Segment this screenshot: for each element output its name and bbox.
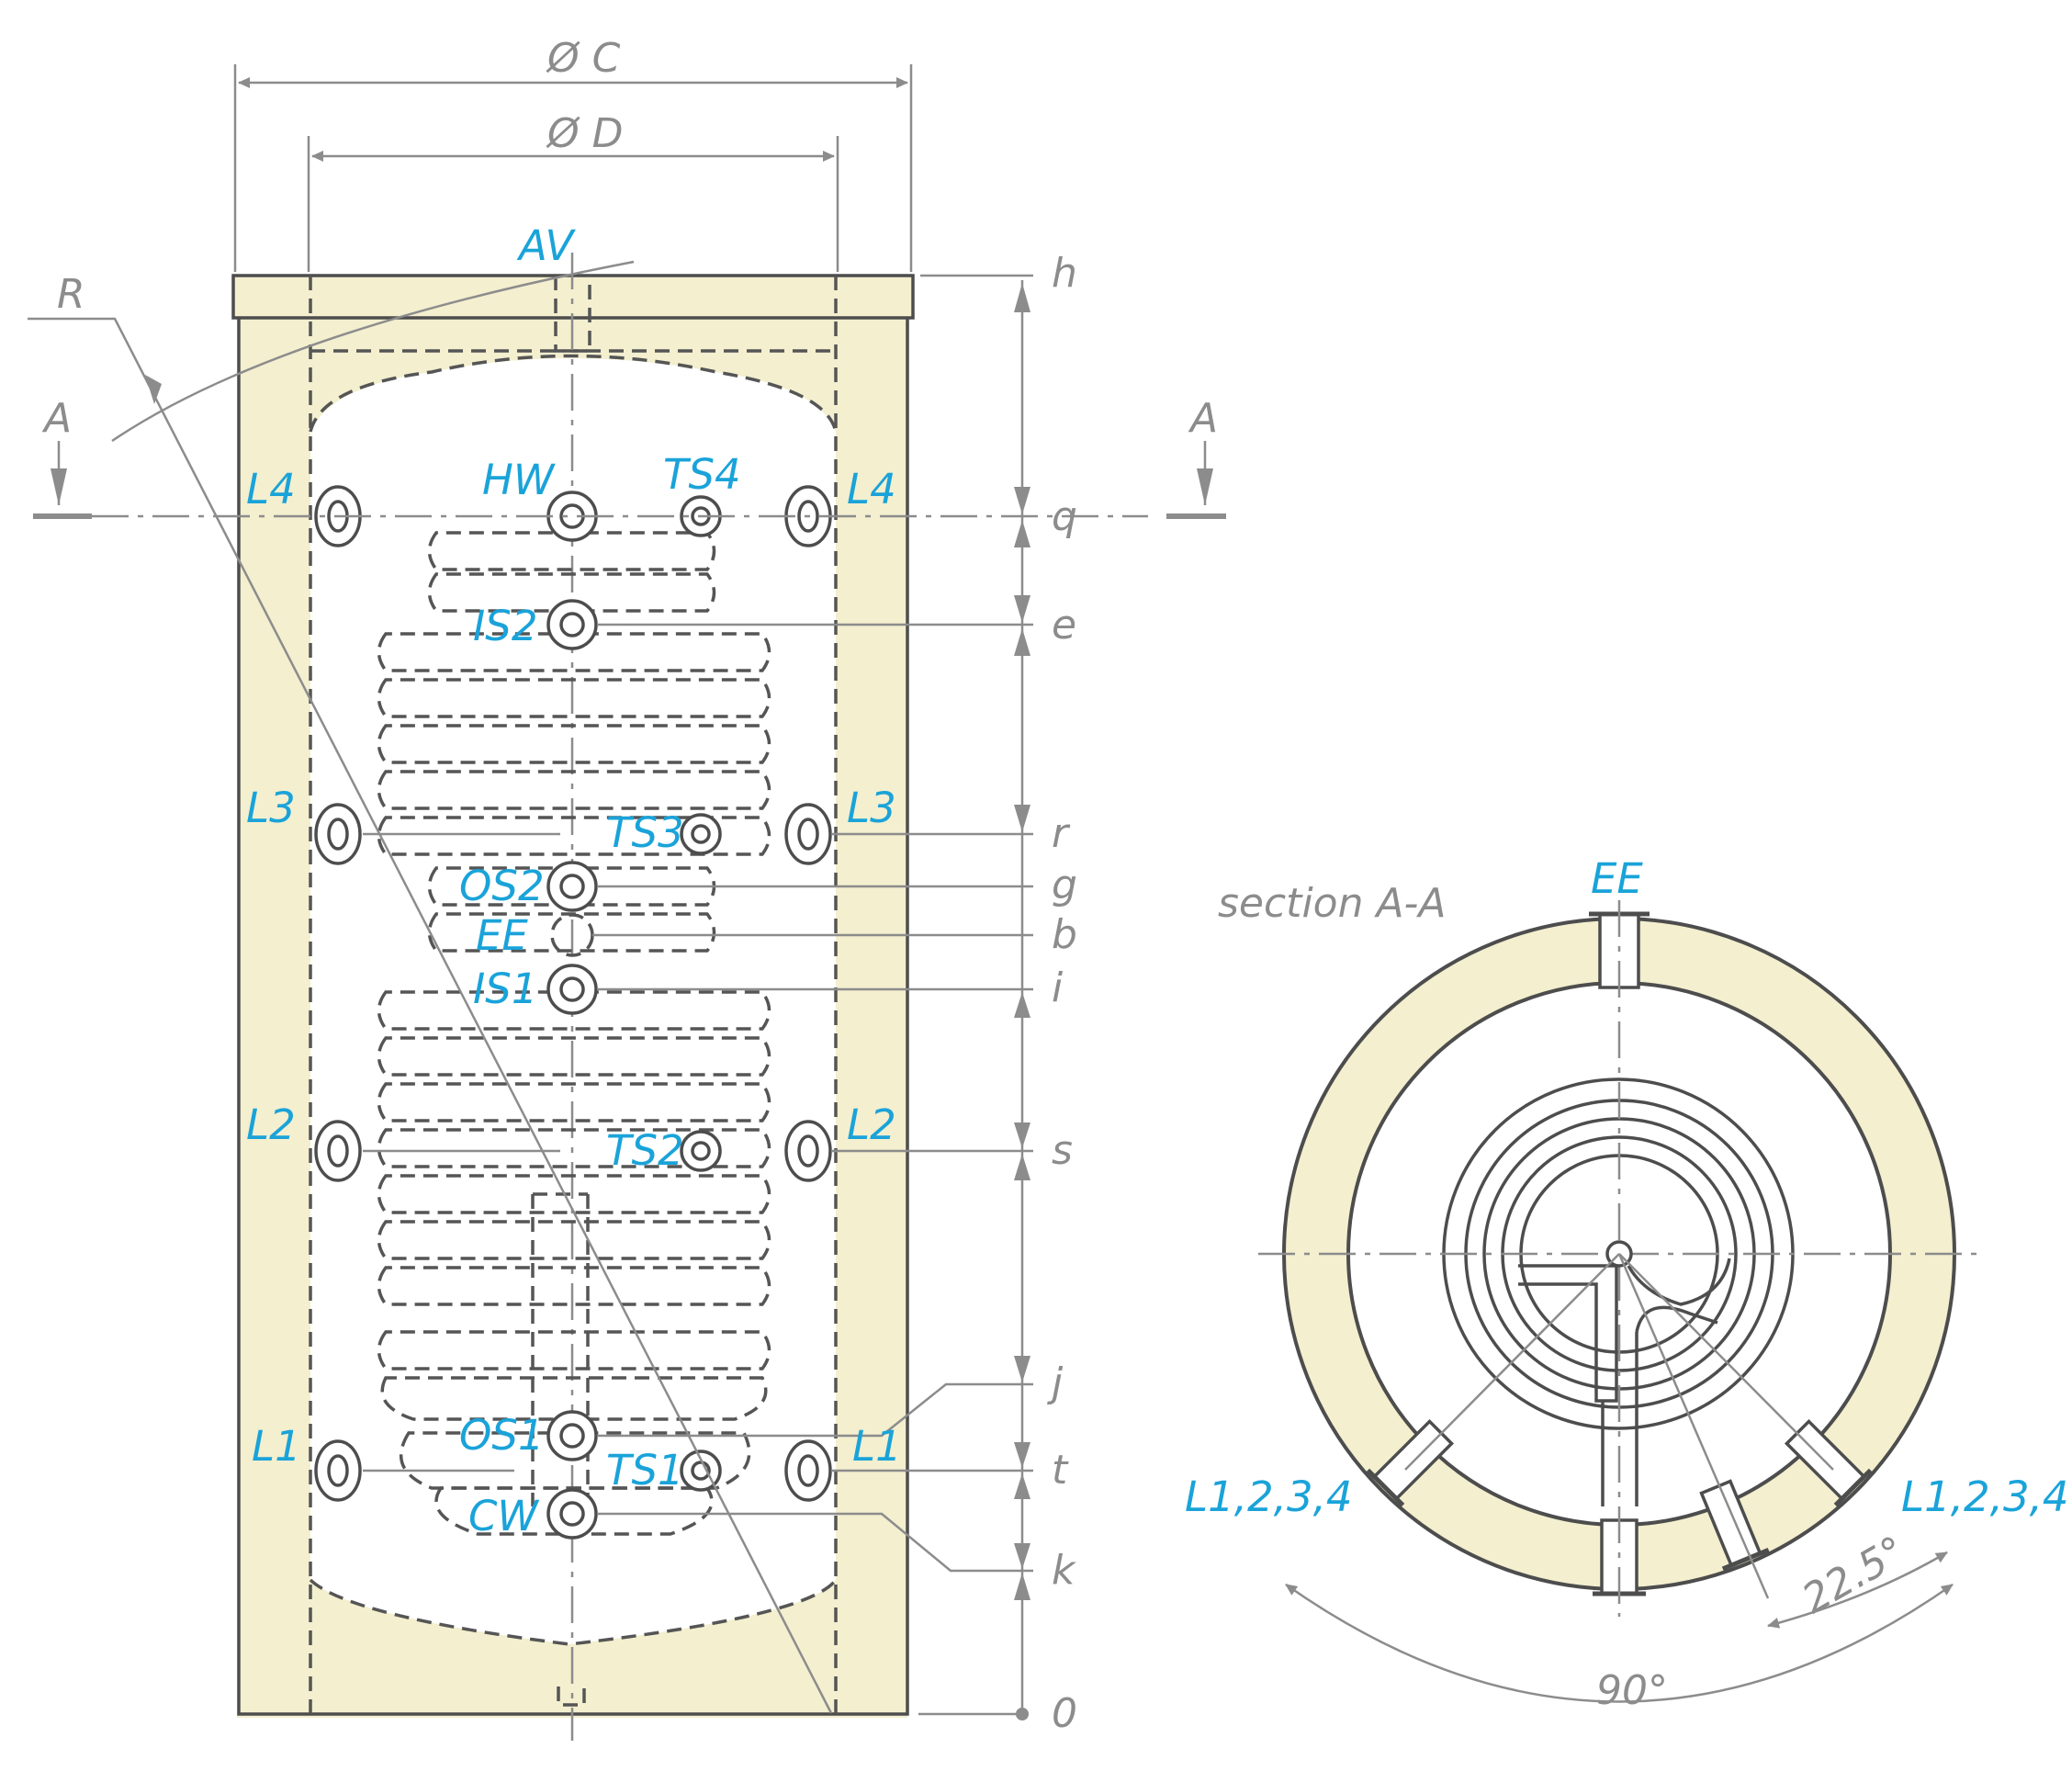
section-title: section A-A xyxy=(1218,880,1447,927)
section-label-ports-left: L1,2,3,4 xyxy=(1185,1472,1353,1521)
drain-nozzle xyxy=(557,1686,586,1707)
label-l2-right: L2 xyxy=(847,1100,896,1149)
label-l2-left: L2 xyxy=(246,1100,296,1149)
label-is1: IS1 xyxy=(473,964,537,1013)
tank-dome-top xyxy=(309,354,838,433)
height-mark-i: i xyxy=(1052,964,1064,1011)
section-label-ports-right: L1,2,3,4 xyxy=(1901,1472,2069,1521)
label-l4-right: L4 xyxy=(847,465,896,513)
angle-label-22: 22.5° xyxy=(1795,1528,1913,1623)
label-l1-left: L1 xyxy=(252,1422,301,1471)
label-ts4: TS4 xyxy=(663,450,741,499)
conn-is2 xyxy=(546,599,598,650)
upper-coil xyxy=(377,531,771,953)
label-hw: HW xyxy=(482,456,556,504)
dim-inner-diameter: Ø D xyxy=(546,110,624,157)
label-av: AV xyxy=(516,221,577,270)
section-coils xyxy=(1442,1077,1795,1506)
conn-is1 xyxy=(546,964,598,1015)
height-mark-h: h xyxy=(1052,250,1077,297)
label-l3-right: L3 xyxy=(847,784,896,832)
height-mark-b: b xyxy=(1052,911,1077,958)
label-ts1: TS1 xyxy=(606,1446,684,1495)
label-l3-left: L3 xyxy=(246,784,296,832)
section-mark-left: A xyxy=(41,395,72,442)
height-mark-e: e xyxy=(1052,602,1076,649)
height-mark-s: s xyxy=(1052,1127,1073,1174)
radius-leader xyxy=(28,260,833,1714)
diameter-dims xyxy=(233,64,913,272)
angle-arc-22 xyxy=(1767,1551,1948,1629)
label-cw: CW xyxy=(468,1492,539,1540)
label-ee: EE xyxy=(476,911,528,960)
label-os2: OS2 xyxy=(459,862,545,910)
port-l3-right xyxy=(784,803,832,865)
front-view: Ø C Ø D A A R AV HW TS4 IS2 TS3 OS2 EE I… xyxy=(28,35,1226,1741)
height-mark-k: k xyxy=(1052,1547,1076,1594)
label-os1: OS1 xyxy=(459,1411,545,1460)
height-mark-q: q xyxy=(1052,493,1077,540)
port-l2-left xyxy=(314,1120,362,1182)
conn-os2 xyxy=(546,861,598,912)
label-l4-left: L4 xyxy=(246,465,296,513)
conn-ts2 xyxy=(680,1130,722,1172)
dim-outer-diameter: Ø C xyxy=(546,35,621,82)
label-ts3: TS3 xyxy=(606,808,684,857)
section-label-ee: EE xyxy=(1591,854,1643,903)
angle-label-90: 90° xyxy=(1596,1667,1668,1714)
height-mark-0: 0 xyxy=(1052,1690,1077,1737)
height-mark-j: j xyxy=(1047,1359,1064,1406)
radius-label: R xyxy=(57,271,85,318)
section-mark-right: A xyxy=(1188,395,1218,442)
height-mark-r: r xyxy=(1052,810,1071,857)
label-ts2: TS2 xyxy=(606,1126,684,1175)
height-mark-t: t xyxy=(1052,1447,1069,1494)
port-l1-left xyxy=(314,1439,362,1502)
section-view: section A-A EE L1,2,3,4 L1,2,3,4 22.5° 9… xyxy=(1185,854,2069,1714)
port-l3-left xyxy=(314,803,362,865)
conn-cw xyxy=(546,1488,598,1540)
port-l2-right xyxy=(784,1120,832,1182)
angle-arc-90 xyxy=(1285,1583,1954,1703)
section-line-a xyxy=(33,441,1226,519)
tank-dome-bottom xyxy=(309,1578,838,1646)
av-nozzle xyxy=(554,276,591,353)
conn-os1 xyxy=(546,1410,598,1461)
port-l1-right xyxy=(784,1439,832,1502)
conn-ts3 xyxy=(680,813,722,855)
label-is2: IS2 xyxy=(473,602,537,650)
label-l1-right: L1 xyxy=(852,1422,902,1471)
height-mark-g: g xyxy=(1052,862,1077,908)
height-dims xyxy=(363,274,1033,1720)
